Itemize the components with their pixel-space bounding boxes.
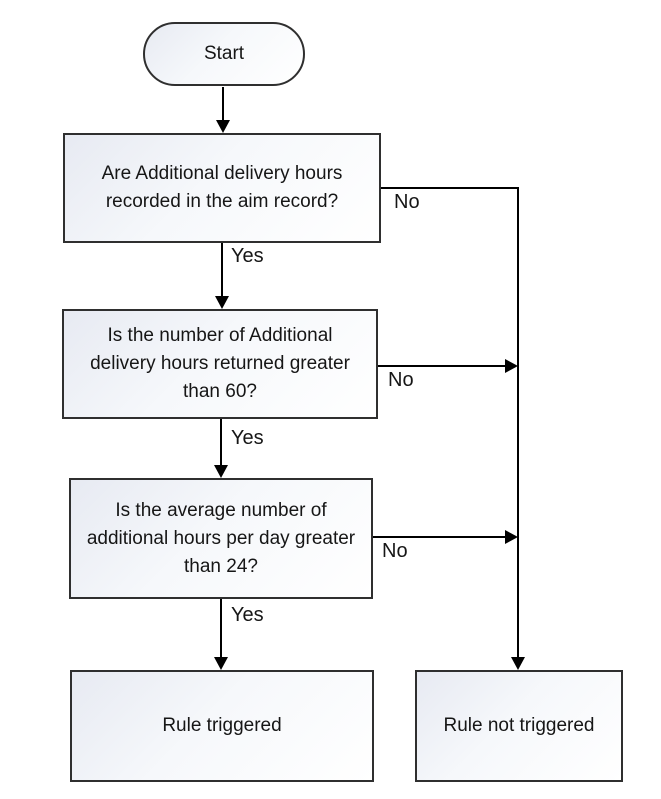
edge-q3-yes-to-rule-triggered [214, 599, 228, 670]
edge-q1-no-trunk-to-rule-not-triggered [381, 187, 525, 670]
arrowhead-down-icon [214, 657, 228, 670]
edge-label-q1-no: No [394, 191, 420, 213]
node-rule-triggered: Rule triggered [70, 670, 374, 782]
node-question-delivery-hours-recorded-label: Are Additional delivery hours recorded i… [101, 163, 343, 212]
edge-start-to-q1 [216, 87, 230, 133]
node-question-average-greater-24-label: Is the average number of additional hour… [86, 499, 356, 577]
node-start-label: Start [203, 43, 245, 64]
edge-label-q3-yes: Yes [231, 604, 264, 626]
edge-label-q2-yes: Yes [231, 427, 264, 449]
edge-label-q3-no: No [382, 540, 408, 562]
edge-label-q2-no: No [388, 369, 414, 391]
node-start: Start [143, 22, 305, 86]
node-question-average-greater-24: Is the average number of additional hour… [69, 478, 373, 599]
node-question-delivery-hours-recorded: Are Additional delivery hours recorded i… [63, 133, 381, 243]
node-question-hours-greater-60-label: Is the number of Additional delivery hou… [90, 325, 350, 402]
node-question-hours-greater-60: Is the number of Additional delivery hou… [62, 309, 378, 419]
edge-q3-no-to-trunk [373, 530, 518, 544]
arrowhead-right-icon [505, 530, 518, 544]
arrowhead-down-icon [214, 465, 228, 478]
arrowhead-down-icon [511, 657, 525, 670]
edge-q1-yes-to-q2 [215, 243, 229, 309]
node-rule-not-triggered-label: Rule not triggered [443, 715, 595, 736]
node-rule-triggered-label: Rule triggered [162, 715, 282, 736]
arrowhead-down-icon [216, 120, 230, 133]
arrowhead-down-icon [215, 296, 229, 309]
edge-q2-yes-to-q3 [214, 419, 228, 478]
edge-label-q1-yes: Yes [231, 245, 264, 267]
edge-q2-no-to-trunk [378, 359, 518, 373]
node-rule-not-triggered: Rule not triggered [415, 670, 623, 782]
arrowhead-right-icon [505, 359, 518, 373]
